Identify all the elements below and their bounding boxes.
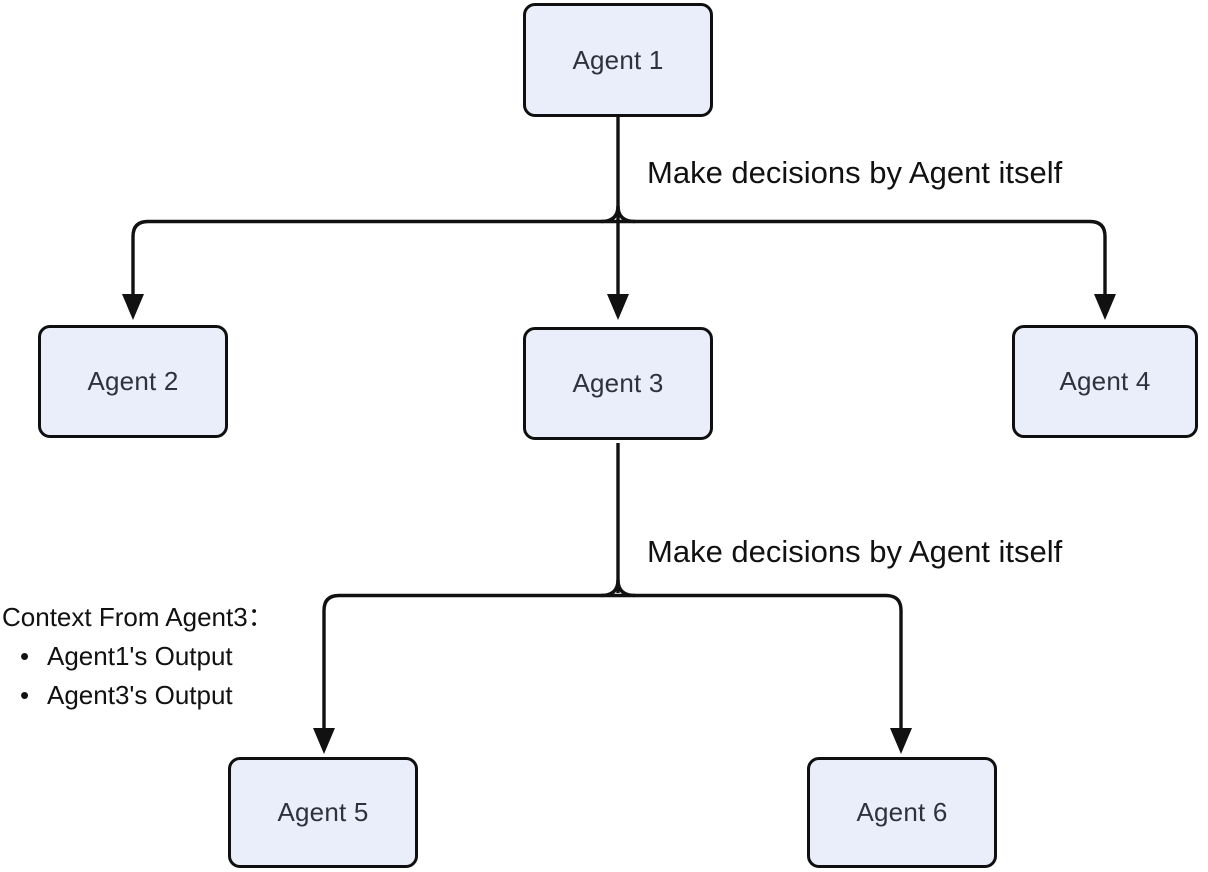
edge-agent1-agent4 (618, 219, 1107, 296)
node-agent-1-label: Agent 1 (572, 44, 664, 75)
edge-agent3-agent5 (322, 593, 618, 730)
arrowhead-agent3 (607, 294, 629, 320)
node-agent-5: Agent 5 (228, 757, 418, 868)
node-agent-4: Agent 4 (1012, 325, 1198, 438)
context-note-item-1-text: Agent1's Output (47, 641, 233, 671)
arrowhead-agent6 (890, 728, 912, 754)
fork2-fillet-left (600, 579, 620, 598)
bullet-icon: • (19, 680, 30, 710)
node-agent-5-label: Agent 5 (277, 797, 369, 827)
context-note-item-2: • Agent3's Output (2, 676, 274, 715)
edge-agent1-agent2 (131, 219, 618, 296)
node-agent-4-label: Agent 4 (1059, 366, 1151, 396)
context-note-title: Context From Agent3： (2, 602, 274, 632)
node-agent-3-label: Agent 3 (572, 368, 664, 398)
context-note: Context From Agent3： • Agent1's Output • A… (2, 598, 274, 715)
node-agent-1: Agent 1 (523, 3, 713, 117)
fork2-fillet-right (616, 579, 636, 598)
fork1-fillet-right (616, 205, 636, 224)
bullet-icon: • (19, 641, 30, 671)
edge-label-decisions-2: Make decisions by Agent itself (647, 534, 1063, 569)
arrowhead-agent2 (122, 294, 144, 320)
edge-label-decisions-1: Make decisions by Agent itself (647, 155, 1063, 190)
fork1-fillet-left (600, 205, 620, 224)
context-note-item-1: • Agent1's Output (2, 637, 274, 676)
edge-agent3-agent6 (618, 593, 903, 730)
node-agent-2: Agent 2 (38, 325, 228, 438)
node-agent-6: Agent 6 (807, 757, 997, 868)
arrowhead-agent5 (313, 728, 335, 754)
node-agent-2-label: Agent 2 (87, 366, 179, 396)
node-agent-3: Agent 3 (523, 327, 713, 440)
arrowhead-agent4 (1094, 294, 1116, 320)
context-note-item-2-text: Agent3's Output (47, 680, 233, 710)
node-agent-6-label: Agent 6 (856, 797, 948, 827)
